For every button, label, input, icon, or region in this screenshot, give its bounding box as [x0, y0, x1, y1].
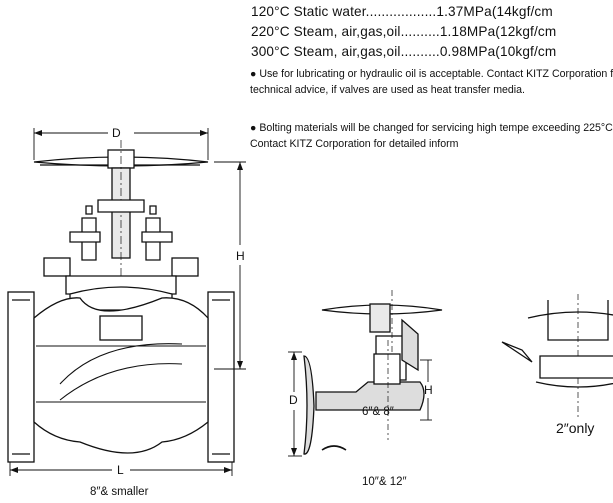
seat-detail-drawing [501, 294, 613, 420]
dim-label-d: D [112, 126, 121, 140]
rating-line-300: 300°C Steam, air,gas,oil..........0.98MP… [251, 44, 557, 59]
caption-gear-top: 6″& 8″ [362, 406, 394, 418]
caption-gear-side: 10″& 12″ [362, 476, 407, 488]
gear-operator-side-drawing [288, 340, 432, 457]
rating-line-220: 220°C Steam, air,gas,oil..........1.18MP… [251, 24, 557, 39]
caption-detail: 2″only [556, 420, 595, 436]
note-oil-use: ● Use for lubricating or hydraulic oil i… [250, 68, 613, 96]
dim-label-h: H [236, 249, 245, 263]
rating-line-120: 120°C Static water..................1.37… [251, 4, 553, 19]
dim-label-h-gear: H [424, 383, 433, 397]
dim-label-l: L [117, 463, 124, 477]
globe-valve-drawing [7, 128, 246, 476]
dim-label-d-gear: D [289, 393, 298, 407]
note-bolting: ● Bolting materials will be changed for … [250, 122, 613, 150]
caption-main-valve: 8″& smaller [90, 486, 149, 498]
